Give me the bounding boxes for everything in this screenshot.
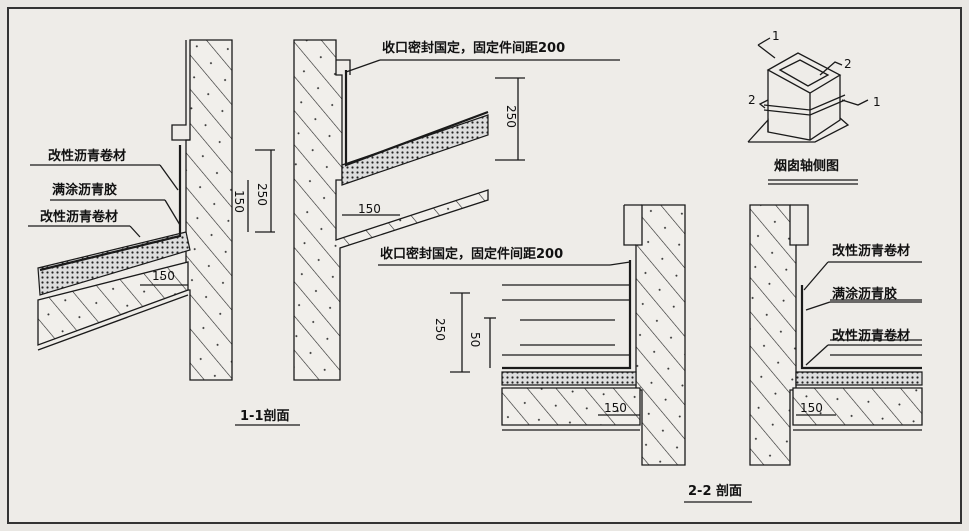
dim-150-horizontal: 150	[152, 269, 175, 283]
note-seal: 收口密封国定，固定件间距200	[382, 40, 565, 56]
section-1-1-title: 1-1剖面	[240, 408, 290, 424]
section-1-1-right: 收口密封国定，固定件间距200 250 150	[293, 39, 620, 381]
section-2-2-title: 2-2 剖面	[688, 483, 742, 499]
label-membrane-top: 改性沥青卷材	[48, 148, 126, 164]
dim-150-right: 150	[800, 401, 823, 415]
chimney-axonometric: 1 2 2 1 烟囱轴侧图	[747, 29, 881, 185]
dim-50: 50	[468, 332, 482, 347]
label-membrane-bottom: 改性沥青卷材	[832, 328, 910, 344]
dim-150-vertical: 150	[232, 190, 246, 213]
label-bitumen-glue: 满涂沥青胶	[52, 182, 117, 198]
dim-250: 250	[433, 318, 447, 341]
section-1-1-left: 改性沥青卷材 满涂沥青胶 改性沥青卷材 250 150 150 1-1剖面	[28, 39, 300, 426]
dim-250: 250	[255, 183, 269, 206]
dim-250: 250	[504, 105, 518, 128]
axonometric-title: 烟囱轴侧图	[774, 158, 839, 174]
marker-1-right: 1	[873, 95, 881, 109]
dim-150-left: 150	[604, 401, 627, 415]
marker-2-right: 2	[844, 57, 852, 71]
label-bitumen-glue: 满涂沥青胶	[832, 286, 897, 302]
section-2-2: 收口密封国定，固定件间距200 250 50 150 改性沥青卷材 满涂沥青胶 …	[378, 204, 923, 503]
label-membrane-top: 改性沥青卷材	[832, 243, 910, 259]
marker-1-top: 1	[772, 29, 780, 43]
label-membrane-bottom: 改性沥青卷材	[40, 209, 118, 225]
note-seal: 收口密封国定，固定件间距200	[380, 246, 563, 262]
marker-2-left: 2	[748, 93, 756, 107]
dim-150: 150	[358, 202, 381, 216]
